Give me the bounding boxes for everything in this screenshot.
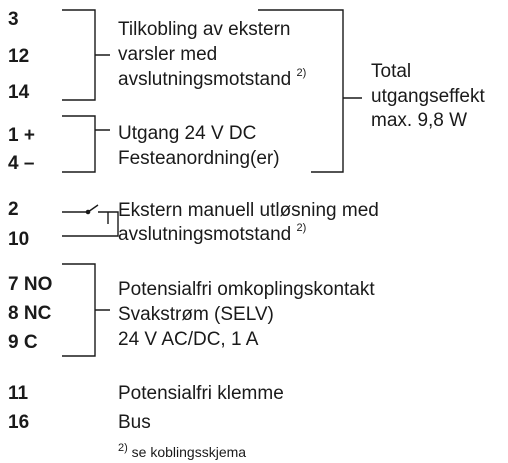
terminal-9-c: 9 C <box>8 332 38 353</box>
external-alarm-line-2: varsler med <box>118 44 218 65</box>
terminal-8-nc: 8 NC <box>8 303 52 324</box>
bracket-external-alarm <box>62 9 110 101</box>
manual-release-switch <box>62 211 119 237</box>
t16-label: Bus <box>118 412 151 433</box>
total-line-3: max. 9,8 W <box>371 110 468 131</box>
manual-release-line-1: Ekstern manuell utløsning med <box>118 200 379 221</box>
bracket-relay <box>62 263 110 357</box>
terminal-12: 12 <box>8 46 30 67</box>
terminal-7-no: 7 NO <box>8 274 53 295</box>
relay-line-2: Svakstrøm (SELV) <box>118 304 274 325</box>
terminal-3: 3 <box>8 9 19 30</box>
footnote: 2) se koblingsskjema <box>118 442 247 460</box>
bracket-total <box>258 9 362 173</box>
manual-release-line-2: avslutningsmotstand 2) <box>118 222 307 245</box>
terminal-4-minus: 4 – <box>8 153 35 174</box>
t11-label: Potensialfri klemme <box>118 383 284 404</box>
terminal-2: 2 <box>8 199 19 220</box>
terminal-16: 16 <box>8 412 30 433</box>
relay-line-3: 24 V AC/DC, 1 A <box>118 329 259 350</box>
output-24v-line-2: Festeanordning(er) <box>118 148 280 169</box>
terminal-1-plus: 1 + <box>8 125 35 146</box>
terminal-14: 14 <box>8 82 30 103</box>
bracket-output-24v <box>62 115 110 173</box>
output-24v-line-1: Utgang 24 V DC <box>118 123 257 144</box>
total-line-2: utgangseffekt <box>371 86 485 107</box>
external-alarm-line-1: Tilkobling av ekstern <box>118 19 291 40</box>
terminal-11: 11 <box>8 383 29 404</box>
total-line-1: Total <box>371 61 412 82</box>
relay-line-1: Potensialfri omkoplingskontakt <box>118 279 375 300</box>
terminal-10: 10 <box>8 229 30 250</box>
external-alarm-line-3: avslutningsmotstand 2) <box>118 67 307 90</box>
